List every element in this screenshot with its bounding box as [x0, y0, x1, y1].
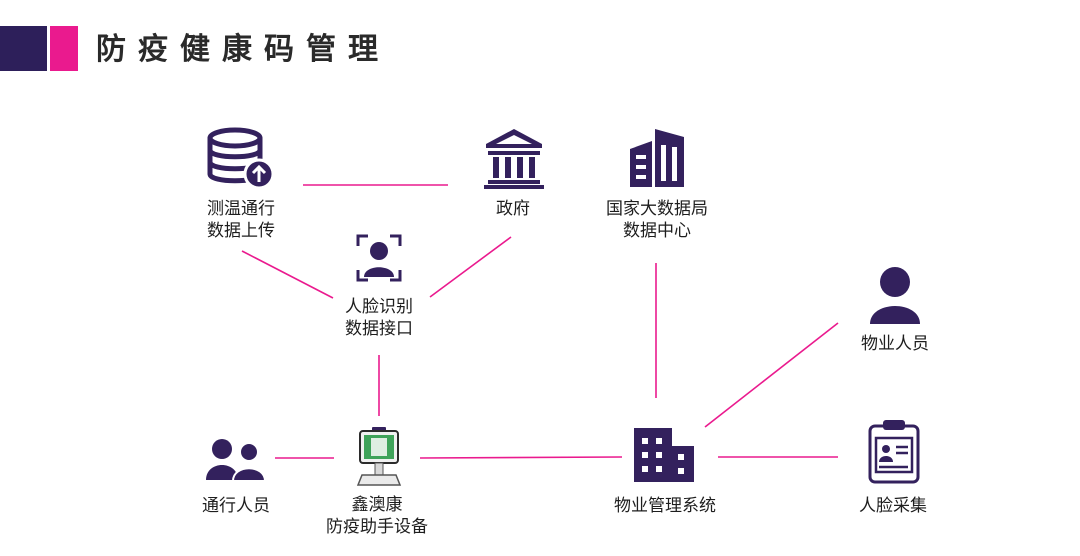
- office-buildings-icon: [630, 129, 684, 187]
- page-title: 防疫健康码管理: [96, 32, 390, 67]
- government-building-icon: [484, 129, 544, 189]
- label-property-staff: 物业人员: [861, 334, 929, 354]
- link-device-system: [419, 456, 623, 459]
- label-temp-upload: 测温通行 数据上传: [207, 199, 275, 241]
- people-group-icon: [206, 439, 267, 482]
- header-accent-pink: [50, 26, 78, 71]
- label-pedestrians: 通行人员: [202, 496, 270, 516]
- building-icon: [634, 428, 694, 482]
- header-accent-dark: [0, 26, 47, 71]
- label-property-system: 物业管理系统: [614, 496, 716, 516]
- label-device: 鑫澳康 防疫助手设备: [326, 495, 428, 537]
- label-government: 政府: [496, 199, 530, 219]
- label-face-collect: 人脸采集: [859, 496, 927, 516]
- database-upload-icon: [207, 127, 275, 190]
- link-temp-face: [241, 250, 334, 299]
- link-government-face: [429, 236, 512, 298]
- kiosk-device-icon: [356, 427, 402, 486]
- id-clipboard-icon: [868, 420, 920, 484]
- link-staff-system: [704, 322, 839, 428]
- label-face-api: 人脸识别 数据接口: [345, 297, 413, 339]
- person-icon: [870, 267, 920, 324]
- face-scan-icon: [356, 234, 402, 282]
- label-bigdata: 国家大数据局 数据中心: [606, 199, 708, 241]
